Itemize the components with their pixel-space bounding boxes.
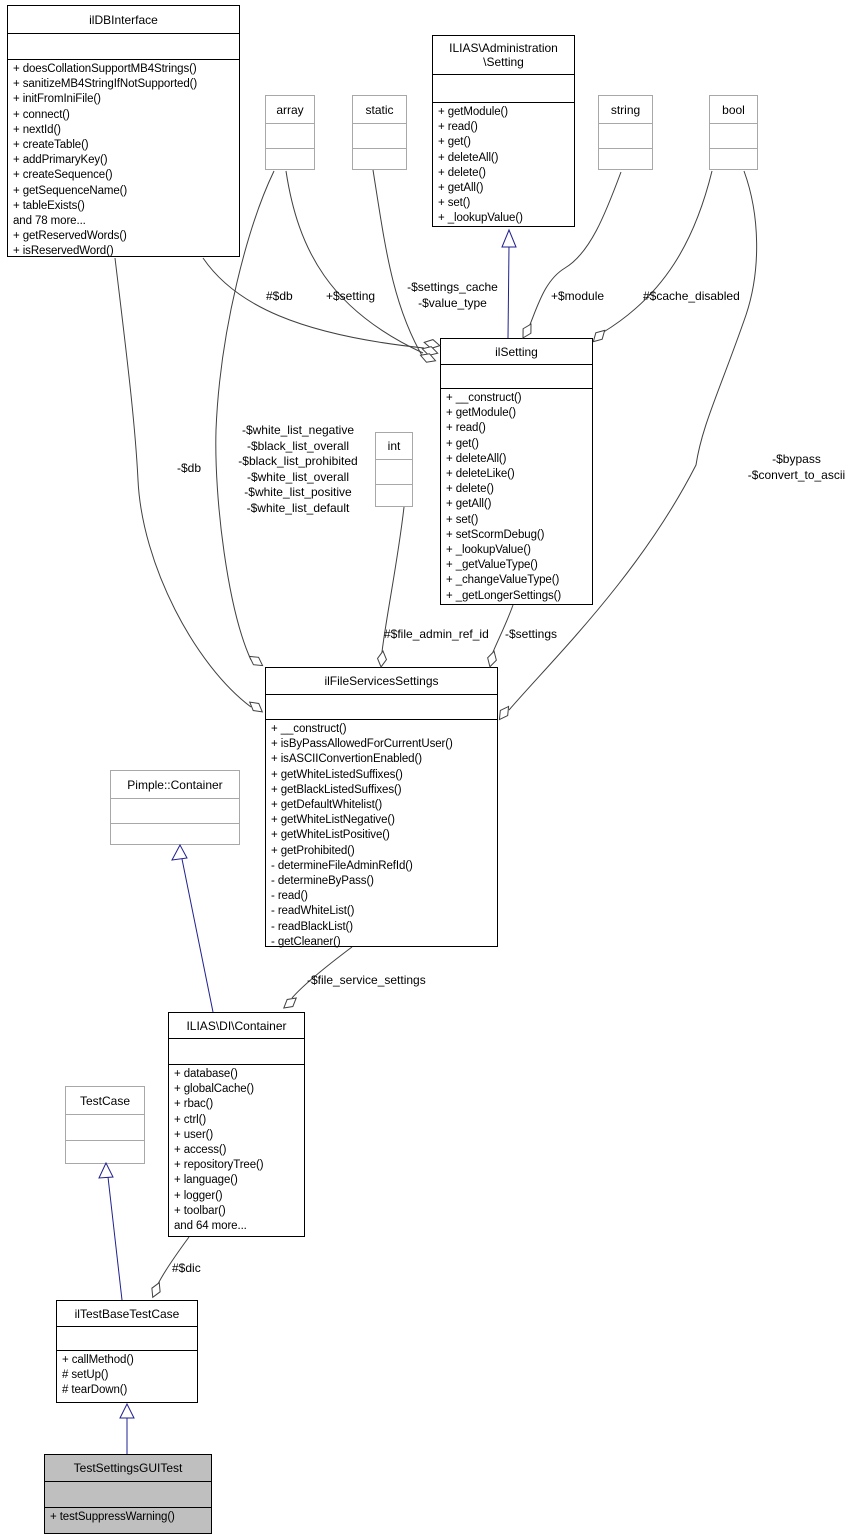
aggregation-diamond	[248, 655, 264, 667]
methods-compartment	[111, 823, 239, 844]
attributes-compartment	[57, 1326, 197, 1350]
class-box-ilsetting[interactable]: ilSetting + __construct() + getModule() …	[440, 338, 593, 605]
class-title: ilSetting	[495, 344, 538, 359]
edge-label-db: #$db	[266, 289, 293, 303]
class-box-ildbinterface[interactable]: ilDBInterface + doesCollationSupportMB4S…	[7, 5, 240, 257]
class-title: ilDBInterface	[89, 12, 158, 27]
class-title: ilFileServicesSettings	[324, 674, 439, 688]
type-box-string[interactable]: string	[598, 95, 653, 170]
type-title: int	[387, 439, 401, 453]
edge-label-db-file: -$db	[177, 461, 202, 475]
methods-compartment: + __construct() + getModule() + read() +…	[441, 388, 592, 604]
attributes-compartment	[433, 74, 574, 102]
type-box-array[interactable]: array	[265, 95, 315, 170]
edge-label-file-admin-ref-id: #$file_admin_ref_id	[384, 627, 489, 641]
edge-inherit-dicontainer	[181, 858, 214, 1013]
class-box-ilfileservicessettings[interactable]: ilFileServicesSettings + __construct() +…	[265, 667, 498, 950]
methods-compartment	[376, 484, 412, 506]
class-box-iltestbasetestcase[interactable]: ilTestBaseTestCase + callMethod() # setU…	[56, 1300, 198, 1403]
attributes-compartment	[111, 798, 239, 823]
methods-compartment: + getModule() + read() + get() + deleteA…	[433, 102, 574, 227]
inheritance-arrow	[119, 1402, 135, 1419]
attributes-compartment	[376, 459, 412, 484]
class-box-testsettingsguitest[interactable]: TestSettingsGUITest + testSuppressWarnin…	[44, 1454, 212, 1534]
attributes-compartment	[441, 364, 592, 388]
edge-db-to-ilsetting	[202, 257, 425, 349]
methods-compartment: + callMethod() # setUp() # tearDown()	[57, 1350, 197, 1402]
edge-label-white-lists: -$white_list_negative -$black_list_overa…	[238, 423, 358, 515]
aggregation-diamond	[248, 701, 264, 713]
class-title: ILIAS\DI\Container	[186, 1018, 287, 1033]
aggregation-diamond	[421, 346, 439, 356]
attributes-compartment	[599, 123, 652, 148]
methods-compartment: + testSuppressWarning()	[45, 1507, 211, 1533]
aggregation-diamond	[419, 353, 437, 363]
aggregation-diamond	[487, 650, 497, 668]
attributes-compartment	[66, 1114, 144, 1140]
edge-label-settings: -$settings	[505, 627, 558, 641]
inheritance-arrow	[501, 228, 517, 248]
attributes-compartment	[8, 33, 239, 59]
attributes-compartment	[266, 694, 497, 719]
aggregation-diamond	[376, 650, 388, 668]
type-title: static	[365, 102, 394, 117]
methods-compartment	[266, 148, 314, 169]
type-title: array	[276, 102, 304, 117]
methods-compartment: + database() + globalCache() + rbac() + …	[169, 1064, 304, 1236]
class-title: ILIAS\Administration \Setting	[449, 41, 558, 69]
edge-inherit-iltestbase	[107, 1176, 123, 1301]
methods-compartment: + doesCollationSupportMB4Strings() + san…	[8, 59, 239, 260]
edge-label-cache-disabled: #$cache_disabled	[643, 289, 740, 303]
inheritance-arrow	[171, 843, 188, 861]
inheritance-arrow	[98, 1161, 114, 1179]
attributes-compartment	[45, 1481, 211, 1507]
methods-compartment	[599, 148, 652, 169]
attributes-compartment	[353, 123, 406, 148]
methods-compartment	[710, 148, 757, 169]
edge-setting-member	[285, 170, 424, 354]
edge-cache-disabled	[601, 170, 713, 334]
class-title: Pimple::Container	[127, 777, 223, 792]
class-title: TestCase	[79, 1093, 131, 1108]
edge-settings-cache	[372, 169, 425, 360]
type-box-static[interactable]: static	[352, 95, 407, 170]
type-title: string	[610, 102, 641, 117]
type-title: bool	[722, 102, 745, 117]
class-box-administration-setting[interactable]: ILIAS\Administration \Setting + getModul…	[432, 35, 575, 227]
class-title: ilTestBaseTestCase	[74, 1306, 180, 1321]
edge-label-setting: +$setting	[326, 289, 376, 303]
methods-compartment: + __construct() + isByPassAllowedForCurr…	[266, 719, 497, 950]
aggregation-diamond	[151, 1281, 161, 1299]
attributes-compartment	[266, 123, 314, 148]
attributes-compartment	[710, 123, 757, 148]
edge-label-file-service-settings: -$file_service_settings	[307, 973, 426, 987]
aggregation-diamond	[498, 705, 510, 721]
methods-compartment	[66, 1140, 144, 1163]
edge-label-module: +$module	[551, 289, 605, 303]
methods-compartment	[353, 148, 406, 169]
attributes-compartment	[169, 1038, 304, 1064]
class-title: TestSettingsGUITest	[73, 1461, 183, 1475]
class-box-di-container[interactable]: ILIAS\DI\Container + database() + global…	[168, 1012, 305, 1237]
edge-label-bypass: -$bypass -$convert_to_ascii	[747, 452, 846, 482]
class-box-testcase[interactable]: TestCase	[65, 1086, 145, 1164]
class-box-pimple-container[interactable]: Pimple::Container	[110, 770, 240, 845]
aggregation-diamond	[282, 997, 298, 1009]
type-box-bool[interactable]: bool	[709, 95, 758, 170]
edge-label-settings-cache: -$settings_cache -$value_type	[407, 280, 498, 310]
edge-label-dic: #$dic	[172, 1261, 201, 1275]
type-box-int[interactable]: int	[375, 432, 413, 507]
aggregation-diamond	[423, 339, 441, 349]
